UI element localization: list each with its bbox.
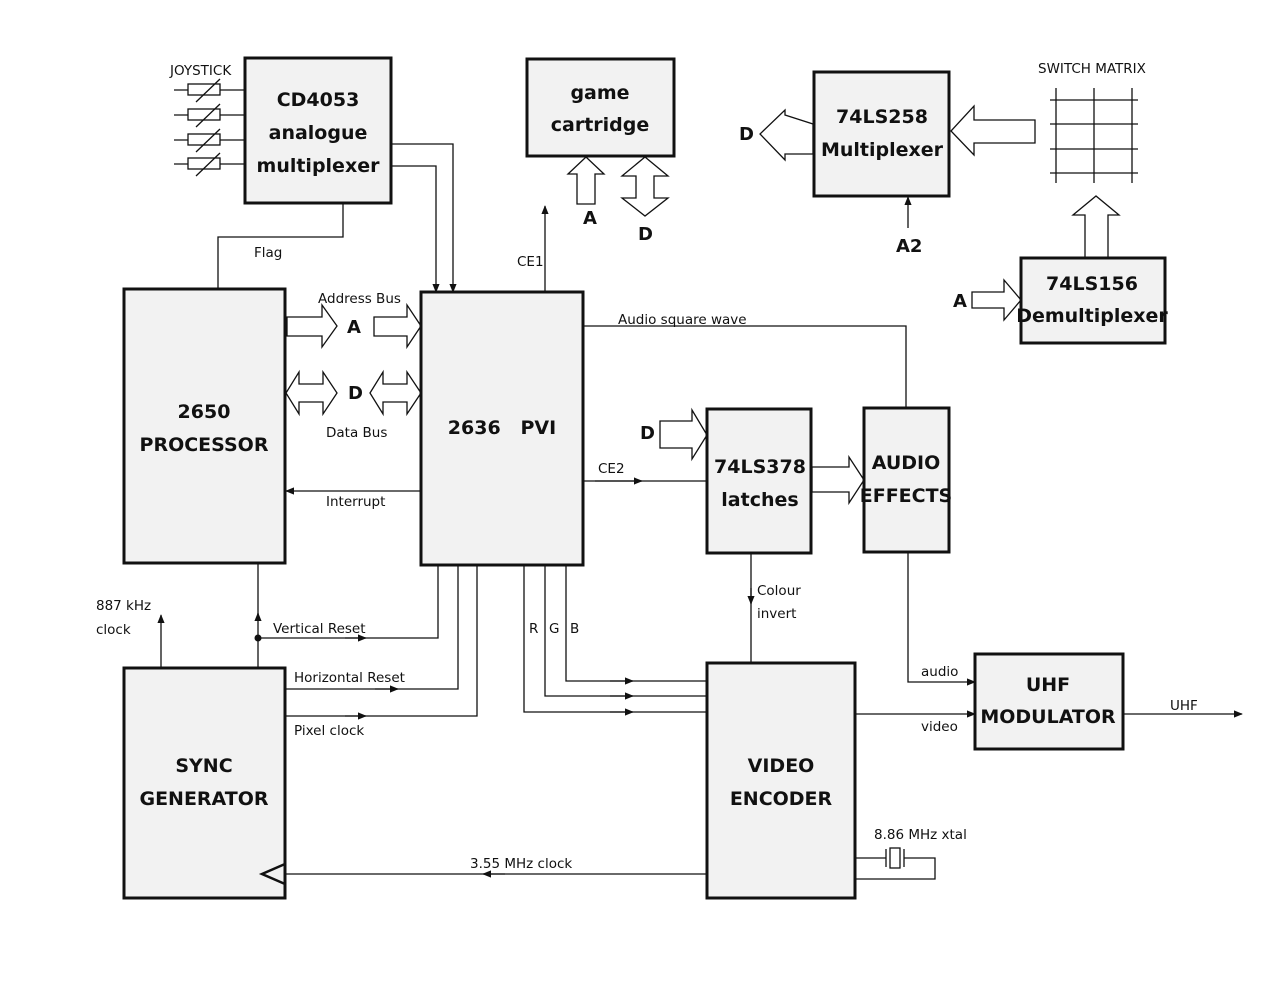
mux-d-letter: D [739,124,754,145]
switch-matrix-to-mux-arrow [950,104,1036,157]
audio-wire [907,553,976,686]
game-cartridge-block: game cartridge [525,57,676,158]
processor-line-2: PROCESSOR [140,434,269,456]
r-label: R [529,621,538,637]
cd4053-pvi-wire-1 [391,143,457,293]
interrupt-label: Interrupt [326,494,385,510]
clock-355-label: 3.55 MHz clock [470,856,572,872]
joystick-potentiometers [174,78,245,177]
ls156-line-1: 74LS156 [1046,273,1138,295]
flag-label: Flag [254,245,282,261]
demux-a-in-arrow [971,278,1022,322]
b-label: B [570,621,579,637]
horizontal-reset-wire [286,565,459,690]
address-bus-letter: A [347,317,361,338]
demux-to-matrix-arrow [1071,195,1121,259]
ls258-multiplexer-block: 74LS258 Multiplexer [812,70,951,198]
audio-square-wave-wire [583,325,907,408]
r-wire [523,565,707,713]
video-label: video [921,719,958,735]
video-encoder-line-2: ENCODER [730,788,833,810]
cd4053-line-3: multiplexer [257,155,381,177]
address-bus-arrow-pvi [373,302,422,350]
audio-effects-line-1: AUDIO [872,452,941,474]
cd4053-line-2: analogue [269,122,368,144]
data-bus-letter: D [348,383,363,404]
switch-matrix-grid [1050,88,1138,183]
cpu-clock-label-line-2: clock [96,622,131,638]
cd4053-pvi-wire-2 [391,165,440,293]
ls258-line-2: Multiplexer [821,139,944,161]
pvi-label: 2636 PVI [448,417,556,439]
audio-effects-block: AUDIO EFFECTS [860,406,953,554]
clock-input-symbol [258,862,286,886]
vertical-reset-label: Vertical Reset [273,621,366,637]
cd4053-block: CD4053 analogue multiplexer [243,56,393,205]
data-bus-arrow-cpu [285,369,338,417]
ls258-line-1: 74LS258 [836,106,928,128]
b-wire [565,565,707,682]
audio-effects-line-2: EFFECTS [860,485,953,507]
audio-square-wave-label: Audio square wave [618,312,747,328]
pixel-clock-wire [286,565,478,717]
crystal-symbol [855,847,936,880]
sync-line-2: GENERATOR [139,788,268,810]
cartridge-address-letter: A [583,208,597,229]
cartridge-line-1: game [570,82,629,104]
switch-matrix-label: SWITCH MATRIX [1038,61,1146,77]
xtal-label: 8.86 MHz xtal [874,827,967,843]
latches-line-2: latches [721,489,798,511]
cartridge-line-2: cartridge [551,114,650,136]
sync-generator-block: SYNC GENERATOR [122,666,287,900]
latch-to-audio-arrow [811,454,865,506]
joystick-label: JOYSTICK [169,63,232,79]
flag-wire [217,203,344,289]
g-wire [544,565,707,697]
address-bus-arrow-cpu [286,302,338,350]
cartridge-data-letter: D [638,224,653,245]
latch-d-letter: D [640,423,655,444]
mux-d-out-arrow [759,108,814,162]
colour-invert-label-line-1: Colour [757,583,801,599]
colour-invert-label-line-2: invert [757,606,796,622]
pvi-block: 2636 PVI [419,290,585,567]
data-bus-arrow-pvi [369,369,422,417]
latches-line-1: 74LS378 [714,456,806,478]
vertical-reset-wire [258,565,439,639]
latch-d-in-arrow [659,407,708,462]
cpu-clock-label-line-1: 887 kHz [96,598,151,614]
cartridge-address-arrow [566,156,606,205]
ce1-label: CE1 [517,254,544,270]
video-encoder-block: VIDEO ENCODER [705,661,857,900]
address-bus-label: Address Bus [318,291,401,307]
g-label: G [549,621,559,637]
a2-letter: A2 [896,236,922,257]
uhf-modulator-line-2: MODULATOR [980,706,1116,728]
ce2-label: CE2 [598,461,625,477]
uhf-modulator-block: UHF MODULATOR [973,652,1125,751]
pixel-clock-label: Pixel clock [294,723,364,739]
data-bus-label: Data Bus [326,425,387,441]
latches-block: 74LS378 latches [705,407,813,555]
ls156-line-2: Demultiplexer [1016,305,1168,327]
processor-line-1: 2650 [178,401,231,423]
uhf-output-label: UHF [1170,698,1198,714]
cd4053-line-1: CD4053 [277,89,360,111]
cartridge-data-arrow [620,156,670,217]
ls156-demultiplexer-block: 74LS156 Demultiplexer [1016,256,1168,345]
sync-line-1: SYNC [175,755,232,777]
audio-label: audio [921,664,958,680]
video-encoder-line-1: VIDEO [748,755,815,777]
uhf-modulator-line-1: UHF [1026,674,1070,696]
demux-a-letter: A [953,291,967,312]
processor-block: 2650 PROCESSOR [122,287,287,565]
horizontal-reset-label: Horizontal Reset [294,670,405,686]
